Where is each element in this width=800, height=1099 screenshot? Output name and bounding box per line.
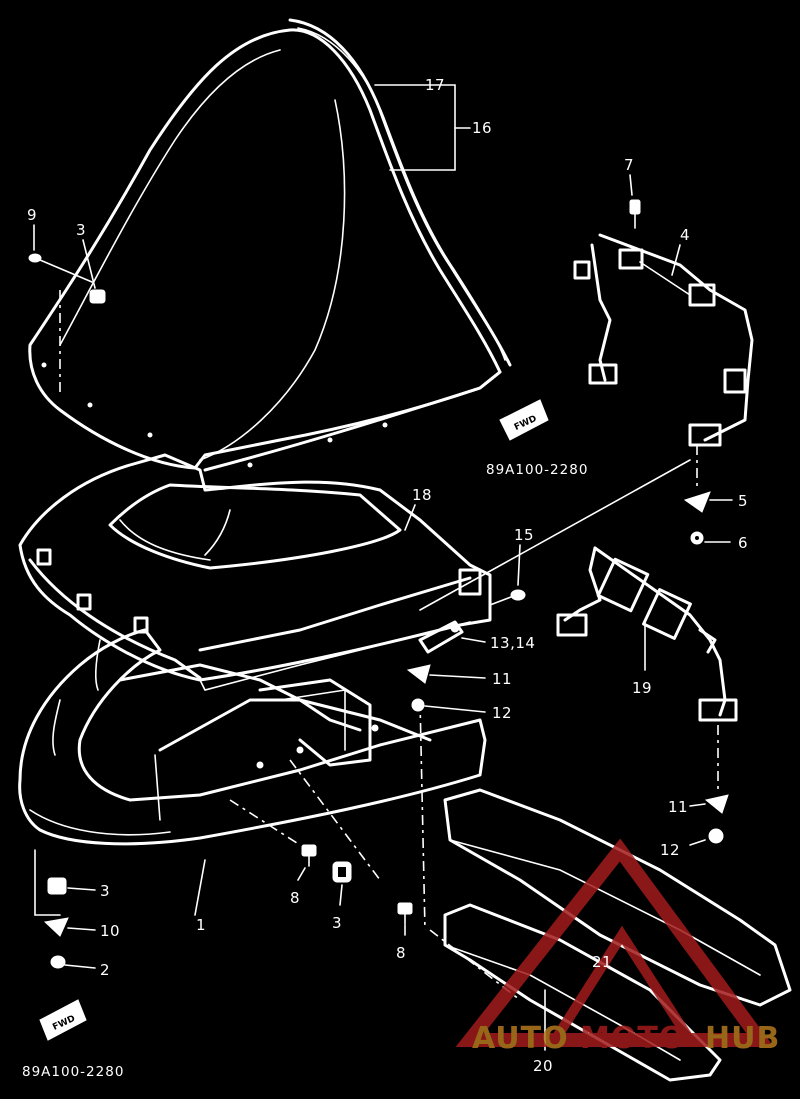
callout-13-14: 13,14 (490, 634, 535, 652)
leader-line (289, 759, 381, 881)
callout-3-lower: 3 (100, 882, 110, 900)
callout-21: 21 (592, 953, 612, 971)
lower-cowl-1 (18, 628, 487, 846)
washer-5 (683, 491, 711, 513)
windshield (28, 28, 502, 472)
callout-15: 15 (514, 526, 534, 544)
callout-8-left: 8 (290, 889, 300, 907)
callout-2: 2 (100, 961, 110, 979)
watermark-inner-peak (550, 925, 695, 1043)
callout-4: 4 (680, 226, 690, 244)
screw-9 (28, 253, 93, 283)
nut-3-upper (89, 289, 106, 304)
callout-18: 18 (412, 486, 432, 504)
callout-8-right: 8 (396, 944, 406, 962)
stay-13-14 (418, 620, 464, 654)
nut-6 (690, 531, 704, 545)
under-panel-21 (443, 788, 792, 1007)
callout-10: 10 (100, 922, 120, 940)
screw-15 (489, 589, 526, 606)
drawing-code-top: 89A100-2280 (486, 462, 588, 478)
bolt-8-left (301, 844, 317, 867)
callout-19: 19 (632, 679, 652, 697)
callout-16: 16 (472, 119, 492, 137)
windshield-trim (288, 18, 512, 367)
leader-line (419, 459, 691, 611)
washer-11-upper (406, 664, 431, 684)
watermark: AUTO MOTO HUB (455, 838, 780, 1056)
callout-leaders (33, 84, 733, 1051)
callout-6: 6 (738, 534, 748, 552)
bracket-4 (573, 233, 754, 447)
upper-cowl-18 (18, 453, 492, 691)
leader-line (229, 799, 301, 846)
fwd-arrow-top: FWD (499, 399, 549, 441)
callout-7: 7 (624, 156, 634, 174)
callout-12-lower: 12 (660, 841, 680, 859)
drawing-code-bottom: 89A100-2280 (22, 1064, 124, 1080)
callout-3-middle: 3 (332, 914, 342, 932)
nut-3-lower-left (47, 877, 67, 895)
callout-17: 17 (425, 76, 445, 94)
callout-11-lower: 11 (668, 798, 688, 816)
fwd-arrow-bottom: FWD (39, 999, 87, 1041)
callout-5: 5 (738, 492, 748, 510)
callout-12-upper: 12 (492, 704, 512, 722)
bolt-7 (629, 199, 641, 229)
washer-10 (43, 917, 69, 937)
nut-3-middle (332, 861, 352, 883)
leader-line (419, 699, 426, 931)
callout-11-upper: 11 (492, 670, 512, 688)
watermark-triangle (455, 838, 774, 1047)
callout-9: 9 (27, 206, 37, 224)
watermark-hub: HUB (705, 1021, 780, 1056)
callout-20: 20 (533, 1057, 553, 1075)
bolt-8-right (397, 902, 413, 925)
watermark-moto: MOTO (580, 1021, 685, 1056)
nut-12-upper (411, 698, 425, 712)
washer-11-lower (704, 794, 729, 814)
watermark-auto: AUTO (472, 1021, 569, 1056)
callout-3-upper: 3 (76, 221, 86, 239)
callout-1: 1 (196, 916, 206, 934)
bracket-19 (556, 546, 738, 722)
screw-2 (50, 955, 66, 969)
nut-12-lower (708, 828, 724, 844)
